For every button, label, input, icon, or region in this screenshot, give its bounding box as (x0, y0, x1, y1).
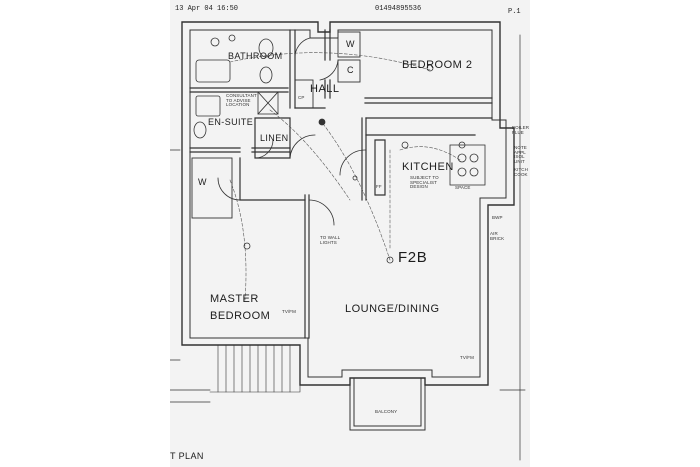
room-label-bedroom-2: BEDROOM 2 (402, 59, 473, 71)
note-boiler: BOILER FLUE (512, 125, 530, 135)
balcony-outline (349, 377, 426, 431)
note-side: NOTE APPL ISOL UNIT (514, 145, 527, 164)
note-specialist: SUBJECT TO SPECIALIST DESIGN (410, 175, 439, 189)
fixture-cupboard-cp: CP (298, 95, 305, 100)
room-label-master-line1: MASTER (210, 293, 259, 305)
note-tv-fm-2: TV/FM (460, 355, 474, 360)
fixture-cupboard-c: C (347, 65, 354, 75)
fixture-wardrobe-w: W (346, 39, 355, 49)
note-consultant: CONSULTANT TO ADVISE LOCATION (226, 93, 257, 107)
electrical-wiring (229, 52, 461, 301)
note-air-brick: AIR BRICK (490, 231, 505, 241)
fixture-wardrobe-w2: W (198, 177, 207, 187)
room-label-balcony: BALCONY (375, 409, 398, 414)
plan-title-fragment: T PLAN (170, 451, 204, 461)
terrace-hatch (209, 344, 301, 393)
room-label-kitchen: KITCHEN (402, 161, 454, 173)
note-cooker: KITCH COOK (514, 167, 528, 177)
room-label-en-suite: EN-SUITE (208, 117, 254, 127)
light-points (243, 64, 466, 264)
floor-plan-drawing (170, 21, 526, 461)
page-marker: P.1 (508, 8, 521, 16)
interior-walls (189, 29, 493, 339)
note-tv-fm: TV/FM (282, 309, 296, 314)
room-label-hall: HALL (310, 83, 340, 95)
room-label-bathroom: BATHROOM (228, 51, 283, 61)
sheet-edge-lines (170, 34, 526, 461)
floor-plan-sheet: 13 Apr 04 16:50 01494895536 P.1 BATHROOM… (170, 0, 530, 467)
note-bwp: BWP (492, 215, 503, 220)
room-label-linen: LINEN (260, 133, 289, 143)
fax-number: 01494895536 (375, 5, 422, 13)
bathroom-fixtures (193, 34, 486, 186)
room-label-lounge-dining: LOUNGE/DINING (345, 303, 440, 315)
unit-code: F2B (398, 249, 428, 266)
wardrobes (191, 31, 361, 219)
fixture-ff: FF (376, 184, 382, 189)
room-label-master-line2: BEDROOM (210, 310, 271, 322)
fax-timestamp: 13 Apr 04 16:50 (175, 5, 239, 13)
fixture-space: SPACE (455, 185, 471, 190)
note-to-wall-lights: TO WALL LIGHTS (320, 235, 341, 245)
